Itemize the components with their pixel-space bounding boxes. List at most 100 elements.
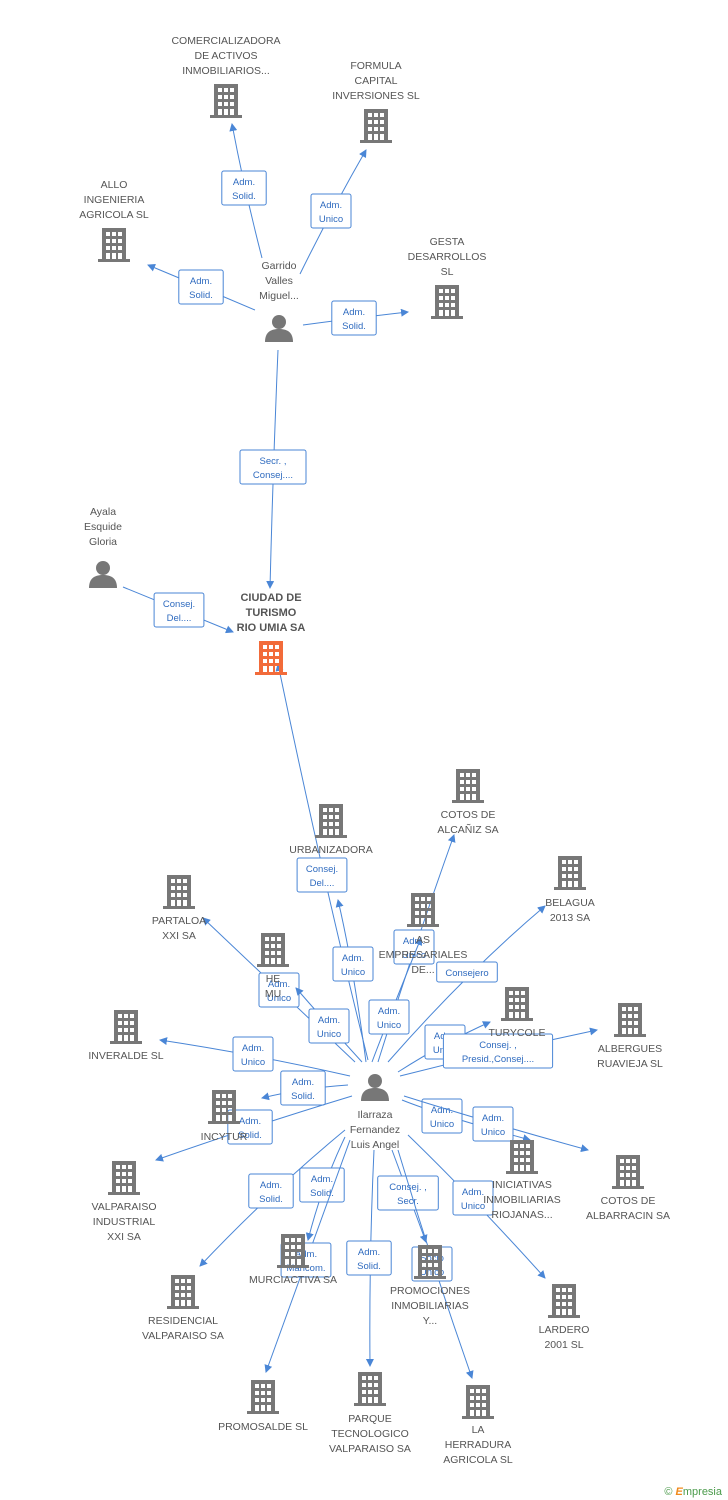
edge-label-box[interactable]	[232, 1036, 274, 1072]
edge-label-text: Adm.	[239, 1116, 261, 1127]
node-label: VALPARAISO SA	[329, 1443, 411, 1455]
edge-ilarraza-to-urbanizadora: Adm.Unico	[332, 899, 374, 1063]
node-label: Ayala	[90, 506, 116, 518]
edges-layer: Adm.Solid.Adm.UnicoAdm.Solid.Adm.Solid.S…	[122, 123, 598, 1379]
company-node-turycole[interactable]: TURYCOLE	[489, 987, 546, 1039]
edge-label-box[interactable]	[178, 269, 224, 305]
company-node-urbanizadora[interactable]: URBANIZADORA	[289, 804, 373, 856]
node-label: MU	[265, 988, 281, 1000]
building-icon	[360, 109, 392, 143]
node-label: Valles	[265, 275, 293, 287]
company-node-incytur[interactable]: INCYTUR	[201, 1090, 248, 1143]
node-label: CAPITAL	[355, 75, 398, 87]
edge-label-text: Unico	[377, 1020, 401, 1031]
edge-label-box[interactable]	[436, 961, 498, 983]
edge-label-box[interactable]	[472, 1106, 514, 1142]
edge-label-box[interactable]	[377, 1175, 439, 1211]
edge-ilarraza-to-he_mu: Adm.Unico	[295, 987, 363, 1063]
edge-label-box[interactable]	[442, 1033, 554, 1069]
company-node-empresas[interactable]: ASEMPRESARIALESDE...	[379, 893, 468, 976]
node-label: URBANIZADORA	[289, 844, 372, 856]
edge-ilarraza-to-parque: Adm.Solid.	[346, 1149, 392, 1367]
edge-label-box[interactable]	[368, 999, 410, 1035]
edge-label-text: Adm.	[342, 953, 364, 964]
building-icon	[462, 1385, 494, 1419]
node-label: INVERSIONES SL	[332, 90, 420, 102]
edge-label-text: Unico	[481, 1127, 505, 1138]
edge-ilarraza-to-residencial: Adm.Solid.	[199, 1129, 346, 1267]
node-label: AS	[416, 934, 430, 946]
edge-ilarraza-to-murciactiva: Adm.Solid.	[299, 1136, 346, 1241]
edge-label-text: Adm.	[260, 1180, 282, 1191]
edge-label-box[interactable]	[452, 1180, 494, 1216]
node-label: AGRICOLA SL	[443, 1454, 513, 1466]
edge-label-box[interactable]	[346, 1240, 392, 1276]
edge-label-text: Adm.	[311, 1174, 333, 1185]
edge-label-text: Consej.	[306, 864, 338, 875]
edge-label-box[interactable]	[310, 193, 352, 229]
edge-label-text: Unico	[461, 1201, 485, 1212]
company-node-inveralde[interactable]: INVERALDE SL	[88, 1010, 164, 1062]
company-node-promociones[interactable]: PROMOCIONESINMOBILIARIASY...	[390, 1245, 470, 1327]
edge-label-text: Consej.	[163, 599, 195, 610]
node-label: HERRADURA	[445, 1439, 512, 1451]
company-node-iniciativas[interactable]: INICIATIVASINMOBILIARIASRIOJANAS...	[483, 1140, 561, 1221]
building-icon	[108, 1161, 140, 1195]
building-icon	[614, 1003, 646, 1037]
node-label: INMOBILIARIAS	[483, 1194, 561, 1206]
edge-label-text: Adm.	[378, 1006, 400, 1017]
node-label: 2001 SL	[544, 1339, 583, 1351]
edge-label-box[interactable]	[421, 1098, 463, 1134]
edge-label-box[interactable]	[308, 1008, 350, 1044]
edge-label-box[interactable]	[221, 170, 267, 206]
node-label: INGENIERIA	[84, 194, 145, 206]
edge-label-box[interactable]	[239, 449, 307, 485]
edge-label-text: Adm.	[343, 307, 365, 318]
edge-label-box[interactable]	[332, 946, 374, 982]
edge-label-text: Del....	[167, 613, 192, 624]
edge-label-text: Consej. ,	[479, 1040, 517, 1051]
node-label: ALLO	[101, 179, 128, 191]
building-icon	[255, 641, 287, 675]
edge-label-box[interactable]	[299, 1167, 345, 1203]
company-node-promosalde[interactable]: PROMOSALDE SL	[218, 1380, 308, 1433]
building-icon	[407, 893, 439, 927]
company-node-murciactiva[interactable]: MURCIACTIVA SA	[249, 1234, 337, 1286]
edge-label-text: Adm.	[295, 1249, 317, 1260]
edge-label-box[interactable]	[153, 592, 205, 628]
edge-label-box[interactable]	[280, 1070, 326, 1106]
edge-label-text: Consej....	[253, 470, 293, 481]
node-label: Luis Angel	[351, 1139, 399, 1151]
building-icon	[167, 1275, 199, 1309]
person-node-garrido[interactable]: GarridoVallesMiguel...	[259, 260, 299, 342]
node-label: PROMOSALDE SL	[218, 1421, 308, 1433]
edge-label-box[interactable]	[248, 1173, 294, 1209]
edge-ilarraza-to-inveralde: Adm.Unico	[159, 1036, 351, 1077]
edge-label-box[interactable]	[331, 300, 377, 336]
node-label: RESIDENCIAL	[148, 1315, 218, 1327]
edge-label-box[interactable]	[296, 857, 348, 893]
edge-label-text: Consej. ,	[389, 1182, 427, 1193]
node-label: DE ACTIVOS	[194, 50, 257, 62]
edge-label-box[interactable]	[227, 1109, 273, 1145]
edge-label-box[interactable]	[393, 929, 435, 965]
node-label: ALCAÑIZ SA	[437, 823, 498, 836]
